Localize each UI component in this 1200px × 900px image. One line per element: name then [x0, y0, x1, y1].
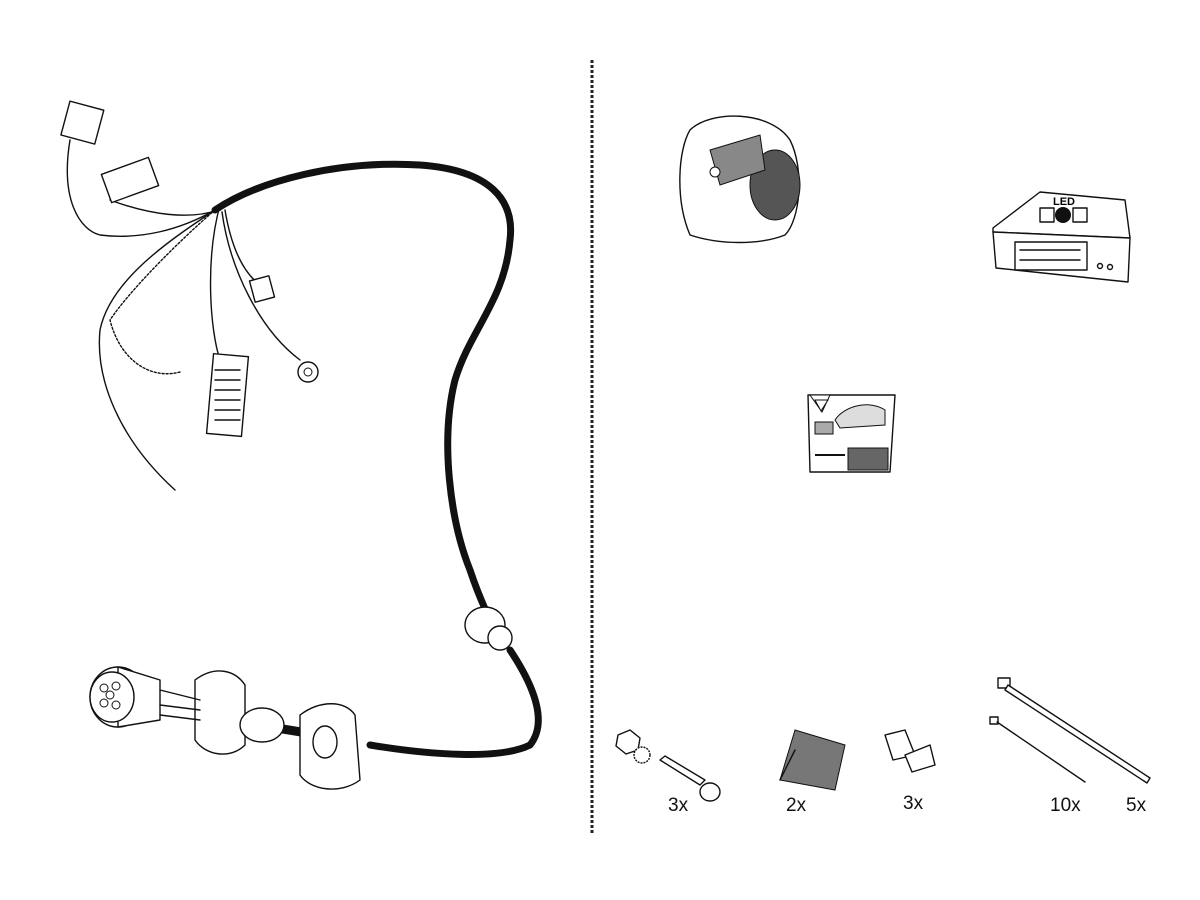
quantity-label-connectors: 3x [903, 793, 924, 814]
led-logo: LED [1053, 196, 1075, 208]
instruction-leaflet [807, 394, 896, 473]
bolt-nut-washer [615, 729, 721, 802]
trailer-socket [679, 115, 801, 244]
wiring-harness [60, 100, 542, 790]
quantity-label-large-ties: 5x [1126, 795, 1147, 816]
wire-connector [884, 729, 936, 773]
quantity-label-bolts: 3x [668, 795, 689, 816]
quantity-label-small-ties: 10x [1050, 795, 1081, 816]
quantity-label-adhesive-pads: 2x [786, 795, 807, 816]
adhesive-pad [779, 729, 846, 791]
cable-ties [989, 677, 1151, 784]
led-module: LED [992, 191, 1131, 283]
